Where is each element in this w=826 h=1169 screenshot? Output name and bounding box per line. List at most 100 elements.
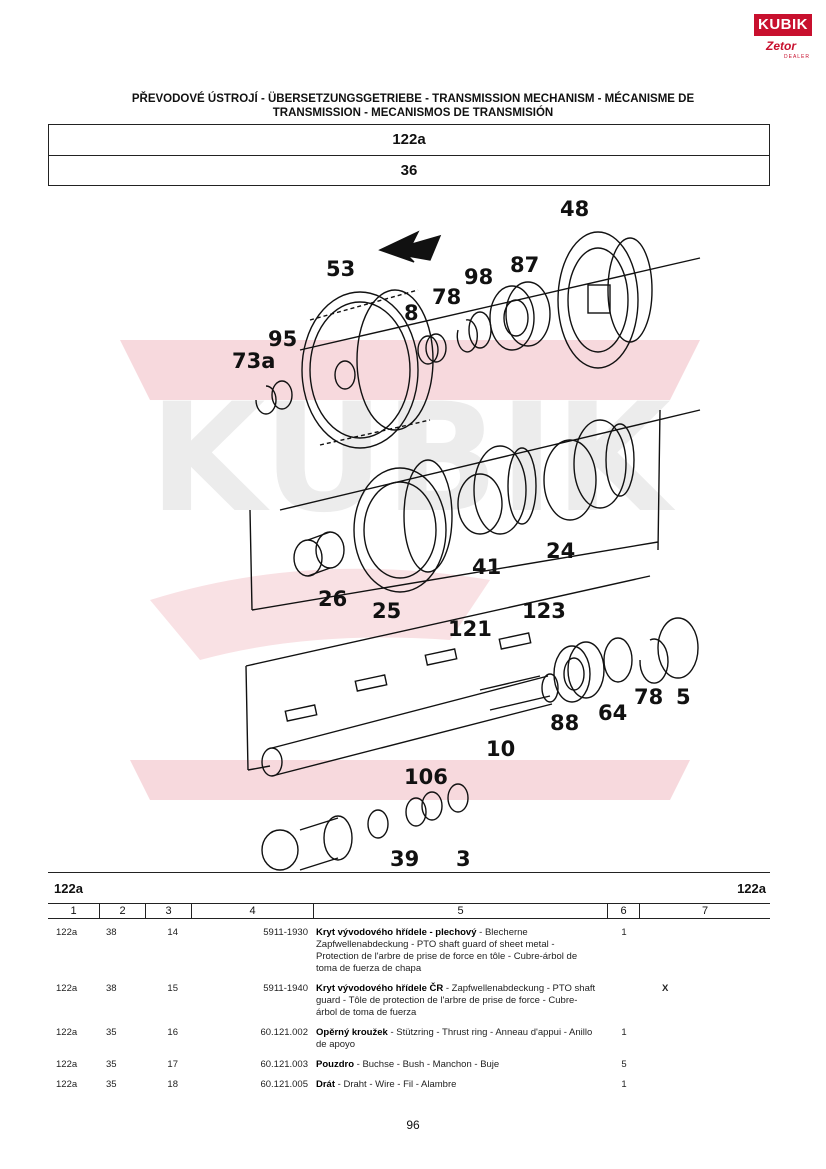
bushing-8	[417, 333, 447, 365]
heading-line-2: TRANSMISSION - MECANISMOS DE TRANSMISIÓN	[272, 107, 554, 119]
row-pos: 15	[167, 983, 178, 994]
row-group: 122a	[56, 983, 78, 994]
bush-3	[405, 791, 443, 827]
direction-arrow-icon	[378, 230, 442, 263]
callout-39: 39	[390, 847, 419, 871]
row-fig: 38	[106, 927, 117, 938]
row-group: 122a	[56, 1079, 78, 1090]
keys-121-123	[284, 632, 532, 722]
row-group: 122a	[56, 1059, 78, 1070]
row-note: X	[662, 983, 669, 994]
callout-24: 24	[546, 539, 575, 563]
row-description: Pouzdro - Buchse - Bush - Manchon - Buje	[314, 1059, 608, 1071]
row-qty: 1	[621, 1079, 627, 1090]
row-part-number: 60.121.005	[260, 1079, 308, 1090]
callout-41: 41	[472, 555, 501, 579]
callout-64: 64	[598, 701, 627, 725]
callout-88: 88	[550, 711, 579, 735]
callout-121: 121	[448, 617, 492, 641]
row-description: Opěrný kroužek - Stützring - Thrust ring…	[314, 1027, 608, 1051]
snap-ring-73a	[255, 385, 277, 415]
row-part-number: 5911-1940	[263, 983, 308, 994]
row-fig: 35	[106, 1027, 117, 1038]
row-name: Kryt vývodového hřídele - plechový	[316, 927, 477, 938]
callout-10: 10	[486, 737, 515, 761]
logo-dealer-text: DEALER	[784, 54, 811, 60]
ring-64	[603, 637, 633, 683]
table-row: 122a 38 14 5911-1930 Kryt vývodového hří…	[48, 927, 770, 975]
callout-73a: 73a	[232, 349, 275, 373]
row-description: Kryt vývodového hřídele - plechový - Ble…	[314, 927, 608, 975]
row-note	[640, 1079, 770, 1091]
row-desc: - Blecherne Zapfwellenabdeckung - PTO sh…	[316, 927, 578, 974]
row-description: Drát - Draht - Wire - Fil - Alambre	[314, 1079, 608, 1091]
group-label-left: 122a	[54, 881, 83, 896]
bearing-88	[553, 641, 605, 703]
callout-26: 26	[318, 587, 347, 611]
row-name: Pouzdro	[316, 1059, 354, 1070]
row-note	[640, 1059, 770, 1071]
panel-line-upper-bottom	[279, 409, 701, 511]
gear-25	[353, 459, 453, 593]
row-desc: - Draht - Wire - Fil - Alambre	[335, 1079, 457, 1090]
ring-5	[657, 617, 699, 679]
col-header-7: 7	[701, 905, 709, 917]
gear-24	[543, 419, 635, 521]
row-fig: 35	[106, 1059, 117, 1070]
row-group: 122a	[56, 1027, 78, 1038]
callout-53: 53	[326, 257, 355, 281]
callout-78-upper: 78	[432, 285, 461, 309]
gear-39	[261, 815, 353, 871]
bearing-87	[489, 281, 551, 351]
callout-98: 98	[464, 265, 493, 289]
exploded-diagram: 48 53 78 98 87 8 95 73a 24 41 26 25 121 …	[160, 190, 720, 872]
kubik-zetor-logo: KUBIK Zetor DEALER	[754, 14, 812, 64]
col-header-6: 6	[608, 904, 640, 918]
row-name: Kryt vývodového hřídele ČR	[316, 983, 444, 994]
callout-48: 48	[560, 197, 589, 221]
parts-table-column-headers: 1 2 3 4 5 6 7	[48, 904, 770, 919]
callout-78-lower: 78	[634, 685, 663, 709]
transmission-exploded-view: 48 53 78 98 87 8 95 73a 24 41 26 25 121 …	[232, 197, 701, 871]
row-part-number: 60.121.003	[260, 1059, 308, 1070]
callout-25: 25	[372, 599, 401, 623]
table-row: 122a 35 16 60.121.002 Opěrný kroužek - S…	[48, 1027, 770, 1051]
panel-line-lower	[245, 575, 651, 771]
callout-123: 123	[522, 599, 566, 623]
group-code-box: 122a 36	[48, 124, 770, 186]
row-part-number: 60.121.002	[260, 1027, 308, 1038]
group-code: 122a	[49, 125, 769, 156]
callout-5: 5	[676, 685, 691, 709]
row-desc: - Zapfwellenabdeckung - PTO shaft guard …	[316, 983, 596, 1018]
col-header-1: 1	[48, 904, 100, 918]
callout-3: 3	[456, 847, 471, 871]
row-name: Opěrný kroužek	[316, 1027, 388, 1038]
page-number: 96	[406, 1118, 420, 1132]
row-note	[640, 927, 770, 975]
col-header-3: 3	[146, 904, 192, 918]
needle-bearing-106	[367, 783, 469, 839]
parts-table-group-header: 122a 122a	[48, 873, 770, 904]
row-group: 122a	[56, 927, 78, 938]
col-header-5: 5	[314, 904, 608, 918]
logo-kubik-text: KUBIK	[754, 14, 812, 36]
gear-53	[301, 289, 434, 449]
snap-ring-78-lower	[639, 638, 669, 684]
panel-line-upper	[299, 257, 701, 351]
group-label-right: 122a	[737, 881, 766, 896]
row-qty: 1	[621, 1027, 627, 1038]
table-row: 122a 38 15 5911-1940 Kryt vývodového hří…	[48, 983, 770, 1019]
figure-number: 36	[400, 162, 418, 179]
row-qty: 5	[621, 1059, 627, 1070]
callout-95: 95	[268, 327, 297, 351]
callout-8: 8	[404, 301, 419, 325]
table-row: 122a 35 17 60.121.003 Pouzdro - Buchse -…	[48, 1059, 770, 1071]
row-pos: 16	[167, 1027, 178, 1038]
row-name: Drát	[316, 1079, 336, 1090]
bush-26	[293, 531, 345, 577]
row-pos: 17	[167, 1059, 178, 1070]
row-description: Kryt vývodového hřídele ČR - Zapfwellena…	[314, 983, 608, 1019]
shaft-10	[261, 673, 559, 777]
row-fig: 35	[106, 1079, 117, 1090]
section-heading: PŘEVODOVÉ ÚSTROJÍ - ÜBERSETZUNGSGETRIEBE…	[60, 92, 766, 120]
